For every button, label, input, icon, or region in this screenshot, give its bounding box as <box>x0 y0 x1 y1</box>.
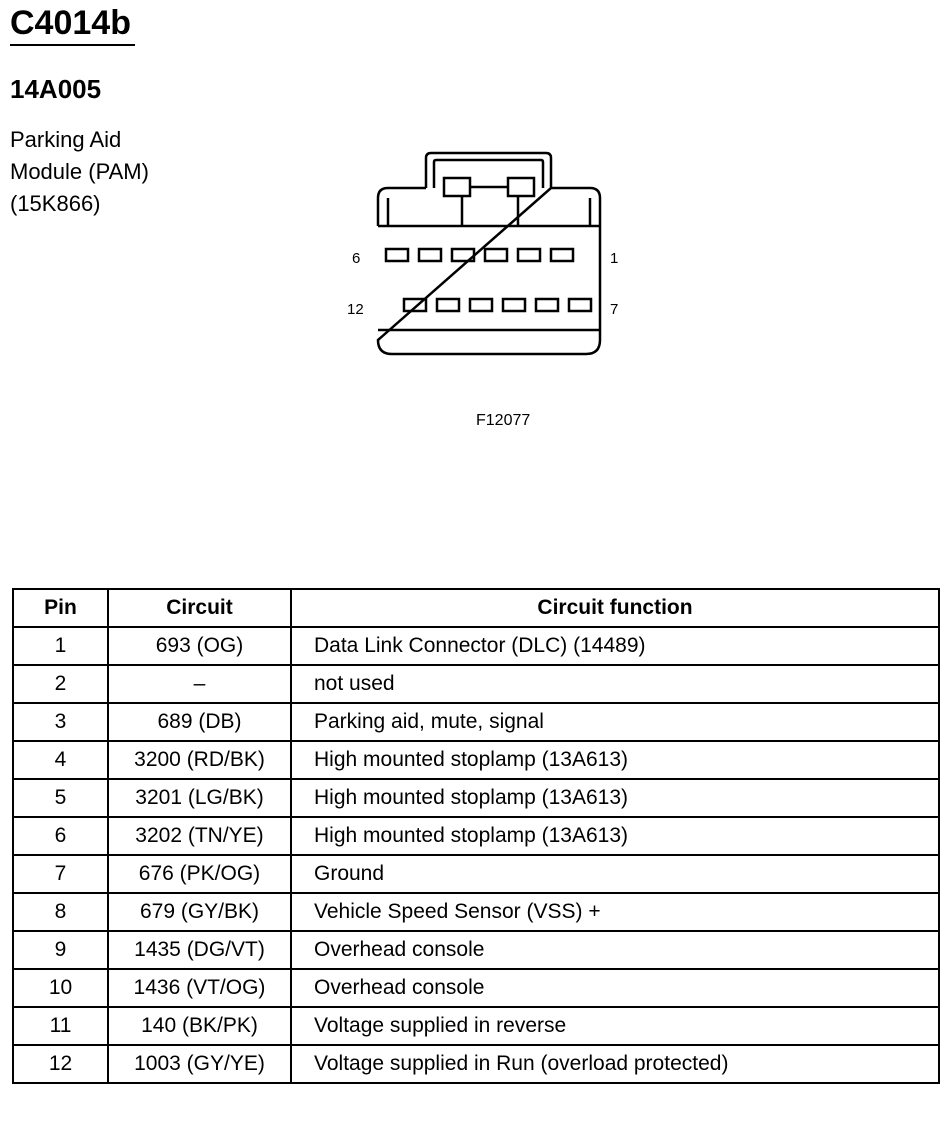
circuit-cell: 140 (BK/PK) <box>107 1006 292 1046</box>
pin-label-top-left: 6 <box>352 250 360 267</box>
circuit-cell: 679 (GY/BK) <box>107 892 292 932</box>
circuit-cell: 3200 (RD/BK) <box>107 740 292 780</box>
pin-cavity <box>483 247 509 263</box>
circuit-cell: 693 (OG) <box>107 626 292 666</box>
pin-cavity <box>516 247 542 263</box>
connector-title: C4014b <box>10 2 135 46</box>
circuit-cell: 1003 (GY/YE) <box>107 1044 292 1084</box>
pin-cavity <box>384 247 410 263</box>
circuit-cell: 1436 (VT/OG) <box>107 968 292 1008</box>
function-cell: Ground <box>290 854 940 894</box>
pin-cavity <box>450 247 476 263</box>
pin-cell: 8 <box>12 892 109 932</box>
table-row: 2–not used <box>12 664 940 704</box>
pin-cavity <box>549 247 575 263</box>
pin-label-bottom-right: 7 <box>610 301 618 318</box>
header-function: Circuit function <box>290 588 940 628</box>
pin-cell: 3 <box>12 702 109 742</box>
table-header-row: Pin Circuit Circuit function <box>12 588 940 628</box>
function-cell: High mounted stoplamp (13A613) <box>290 740 940 780</box>
pin-label-top-right: 1 <box>610 250 618 267</box>
pin-cell: 11 <box>12 1006 109 1046</box>
function-cell: not used <box>290 664 940 704</box>
function-cell: High mounted stoplamp (13A613) <box>290 816 940 856</box>
connector-description: Parking Aid Module (PAM) (15K866) <box>10 124 149 220</box>
locking-tab-inner <box>432 158 545 188</box>
pin-cell: 1 <box>12 626 109 666</box>
figure-id: F12077 <box>476 412 531 429</box>
function-cell: Overhead console <box>290 930 940 970</box>
pin-cavity <box>402 297 428 313</box>
latch-window-right <box>506 176 536 198</box>
pin-cavity <box>534 297 560 313</box>
circuit-cell: 676 (PK/OG) <box>107 854 292 894</box>
pin-cavity <box>567 297 593 313</box>
header-pin: Pin <box>12 588 109 628</box>
function-cell: Parking aid, mute, signal <box>290 702 940 742</box>
pin-cell: 6 <box>12 816 109 856</box>
circuit-cell: 689 (DB) <box>107 702 292 742</box>
function-cell: High mounted stoplamp (13A613) <box>290 778 940 818</box>
function-cell: Data Link Connector (DLC) (14489) <box>290 626 940 666</box>
connector-face-diagram: 6 1 12 7 <box>347 151 618 356</box>
header-circuit: Circuit <box>107 588 292 628</box>
pin-cell: 5 <box>12 778 109 818</box>
description-line: Module (PAM) <box>10 159 149 184</box>
pin-cell: 12 <box>12 1044 109 1084</box>
pin-cell: 7 <box>12 854 109 894</box>
function-cell: Vehicle Speed Sensor (VSS) + <box>290 892 940 932</box>
locking-tab <box>424 151 553 188</box>
pin-cavity <box>501 297 527 313</box>
connector-body <box>376 186 602 356</box>
function-cell: Voltage supplied in reverse <box>290 1006 940 1046</box>
circuit-cell: 1435 (DG/VT) <box>107 930 292 970</box>
pin-cell: 2 <box>12 664 109 704</box>
pin-cell: 10 <box>12 968 109 1008</box>
function-cell: Voltage supplied in Run (overload protec… <box>290 1044 940 1084</box>
pin-cell: 4 <box>12 740 109 780</box>
circuit-cell: 3201 (LG/BK) <box>107 778 292 818</box>
function-cell: Overhead console <box>290 968 940 1008</box>
pin-cavity <box>468 297 494 313</box>
description-line: (15K866) <box>10 191 101 216</box>
latch-window-left <box>442 176 472 198</box>
pin-cell: 9 <box>12 930 109 970</box>
circuit-cell: 3202 (TN/YE) <box>107 816 292 856</box>
pin-cavity <box>435 297 461 313</box>
part-number: 14A005 <box>10 74 102 104</box>
circuit-cell: – <box>107 664 292 704</box>
pin-label-bottom-left: 12 <box>347 301 364 318</box>
description-line: Parking Aid <box>10 127 122 152</box>
pin-cavity <box>417 247 443 263</box>
